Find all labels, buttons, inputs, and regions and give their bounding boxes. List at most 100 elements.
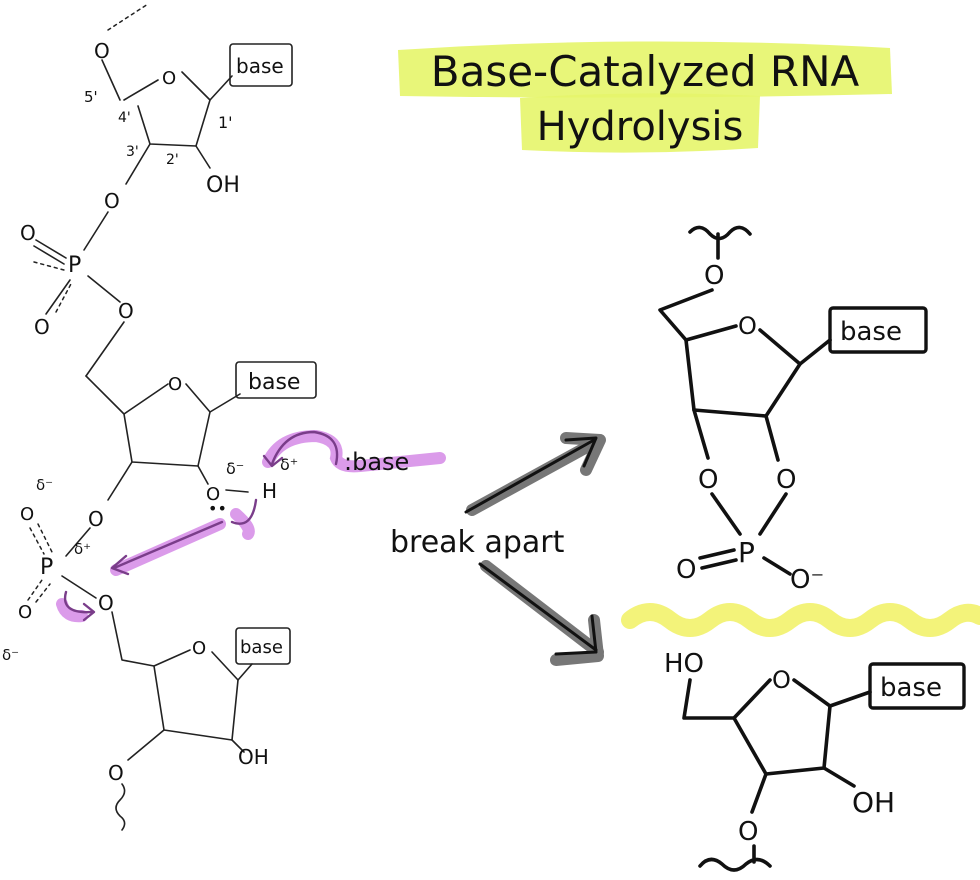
- middle-2p-delta-minus: δ⁻: [226, 459, 244, 478]
- top-5p-oxygen: O: [94, 39, 110, 63]
- title-line-2: Hydrolysis: [537, 104, 744, 150]
- title-highlight-2: [520, 93, 760, 153]
- top-base-label: base: [236, 54, 284, 78]
- catalyst-arrow: [270, 430, 339, 466]
- product1-phosphorus: P: [738, 536, 755, 569]
- phosphate-2-bond-5p: [61, 575, 97, 599]
- bottom-bond-oh: [231, 739, 245, 753]
- lower-arrow: [478, 562, 598, 652]
- carbon-4p-label: 4': [118, 110, 131, 126]
- phosphate-2-o-bottom: O: [18, 602, 32, 623]
- oh-to-o-highlight: [230, 508, 255, 540]
- lower-arrowhead: [554, 614, 598, 656]
- oh-to-o-arrow: [230, 498, 258, 525]
- product1-o-minus: O⁻: [790, 565, 824, 595]
- top-3p-oxygen: O: [104, 189, 120, 213]
- phosphate-1-p: P: [68, 253, 81, 278]
- middle-base-label: base: [248, 370, 300, 395]
- phosphate-2-dash-bottom: [27, 579, 51, 603]
- top-nucleotide: O 5' O 4' 3' 2' 1' base OH O: [83, 3, 293, 251]
- product1-chain-wave: [688, 225, 752, 260]
- attack-arrow: [112, 520, 224, 570]
- top-bond-base: [209, 75, 233, 101]
- phosphate-2-o-top: O: [20, 504, 34, 525]
- middle-bond-oh: [225, 489, 249, 493]
- carbon-3p-label: 3': [126, 144, 139, 160]
- carbon-1p-label: 1': [218, 113, 233, 132]
- bottom-chain-wave: [115, 783, 126, 831]
- top-bond-o-c5: [101, 59, 121, 101]
- product1-2p-oxygen: O: [776, 465, 796, 495]
- phosphate-2-delta-plus: δ⁺: [74, 540, 91, 558]
- phosphate-2: P O δ⁻ O δ⁻ δ⁺ O: [2, 476, 114, 664]
- product1-ring-oxygen: O: [738, 312, 757, 340]
- product1-bond-3p: [692, 408, 710, 460]
- product2-5p-ho: HO: [664, 649, 704, 679]
- bottom-sugar-ring: [153, 649, 239, 741]
- phosphate-2-delta-top: δ⁻: [36, 476, 53, 494]
- middle-nucleotide: O base O δ⁻ •• H δ⁺ O: [65, 361, 317, 557]
- middle-sugar-ring: [85, 375, 211, 467]
- phosphate-2-o-5p: O: [98, 591, 114, 615]
- product2-bond-c5: [682, 678, 736, 720]
- title-highlight: [398, 41, 892, 98]
- middle-h-delta-plus: δ⁺: [280, 455, 298, 474]
- bottom-bond-c5: [111, 611, 155, 667]
- product1-base-box: [828, 306, 928, 354]
- middle-bond-o-p: [65, 527, 91, 557]
- middle-2p-lone-pair: ••: [208, 499, 227, 518]
- top-chain-wave: [107, 3, 149, 31]
- middle-bond-2p: [197, 465, 209, 485]
- product2-2p-oh: OH: [852, 786, 895, 819]
- top-2p-oh: OH: [206, 173, 240, 198]
- hydroxyl-product: HO O base OH O: [664, 649, 966, 872]
- product1-5p-oxygen: O: [704, 261, 724, 291]
- product2-3p-oxygen: O: [738, 817, 758, 847]
- phosphate-1-o-bottom: O: [34, 315, 50, 339]
- middle-base-box: [235, 361, 317, 399]
- bottom-bond-base: [237, 663, 253, 681]
- attack-highlight: [110, 518, 226, 576]
- product2-base-box: [868, 662, 966, 710]
- cyclic-phosphate-product: O O base O O P O O⁻: [658, 225, 928, 595]
- attack-arrowhead: [110, 554, 130, 576]
- title-block: Base-Catalyzed RNA Hydrolysis: [398, 41, 892, 153]
- leave-highlight: [56, 598, 88, 623]
- title-line-1: Base-Catalyzed RNA: [431, 47, 860, 96]
- catalyst-base: :base: [344, 448, 409, 476]
- upper-arrowhead: [564, 436, 598, 468]
- product1-3p-oxygen: O: [698, 465, 718, 495]
- phosphate-1-dash-bottom: [55, 281, 73, 313]
- phosphate-1-bond-down: [85, 321, 125, 377]
- phosphate-2-dash-top: [29, 523, 53, 555]
- bottom-3p-oxygen: O: [108, 761, 124, 785]
- upper-arrow: [464, 438, 596, 514]
- carbon-2p-label: 2': [166, 152, 179, 168]
- middle-2p-oxygen: O: [206, 484, 220, 505]
- product2-base-label: base: [880, 673, 942, 703]
- product2-ring-oxygen: O: [772, 666, 791, 694]
- phosphate-1-bond-right: [87, 275, 121, 303]
- break-apart-label: break apart: [390, 525, 565, 560]
- top-bond-3p: [125, 143, 151, 185]
- product2-sugar-ring: [732, 678, 832, 776]
- leave-arrow: [63, 590, 94, 614]
- top-base-box: [229, 43, 293, 87]
- leave-arrowhead: [82, 602, 96, 622]
- bottom-nucleotide: O base OH O: [108, 611, 291, 831]
- bottom-2p-oh: OH: [238, 745, 269, 769]
- phosphate-2-p: P: [40, 555, 53, 580]
- bottom-bond-3p: [127, 729, 165, 761]
- product1-bond-base: [798, 338, 832, 366]
- middle-bond-3p: [107, 461, 133, 501]
- break-apart-section: break apart: [390, 432, 606, 666]
- bottom-ring-oxygen: O: [192, 638, 206, 659]
- product1-o-double: O: [676, 555, 696, 585]
- phosphate-1-dash: [33, 261, 65, 271]
- product2-bond-oh: [822, 766, 856, 788]
- lower-arrow-shadow-head: [550, 614, 604, 666]
- middle-3p-oxygen: O: [88, 507, 104, 531]
- product1-base-label: base: [840, 317, 902, 347]
- middle-ring-oxygen: O: [168, 374, 182, 395]
